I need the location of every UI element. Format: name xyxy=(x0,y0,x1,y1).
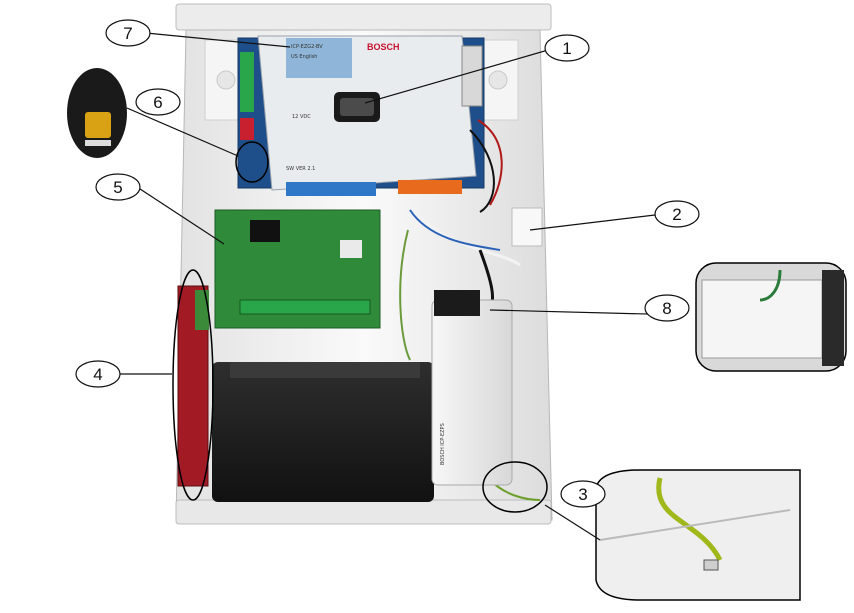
highlight-led-area xyxy=(235,141,269,183)
callout-6-circle xyxy=(135,88,181,116)
tamper-switch xyxy=(511,207,543,247)
inset-button-arrow xyxy=(85,140,111,146)
leader-line-6 xyxy=(126,107,239,157)
knockout-hole xyxy=(216,70,236,90)
terminal-strip-green xyxy=(240,52,254,112)
leader-line-1 xyxy=(364,47,556,104)
inset-psu-side xyxy=(822,270,844,366)
psu-label: BOSCH ICP-EZPS xyxy=(440,423,446,465)
leader-line-7 xyxy=(145,32,291,48)
power-supply: BOSCH ICP-EZPS xyxy=(431,290,513,486)
panel-label-area xyxy=(286,38,352,78)
callout-7-circle xyxy=(105,19,151,47)
callout-5: 5 xyxy=(95,173,141,201)
highlight-ground xyxy=(482,461,548,513)
terminal-block-right xyxy=(461,45,483,107)
callout-1-circle xyxy=(544,34,590,62)
wire-blue xyxy=(409,209,501,251)
panel-model-text: ICP-EZG2-BV xyxy=(291,44,323,50)
inset-button xyxy=(67,68,127,158)
callout-8: 8 xyxy=(644,294,690,322)
side-board xyxy=(177,285,209,487)
wire-black xyxy=(469,129,495,213)
inset-ground-edge xyxy=(599,509,791,541)
expansion-board xyxy=(214,209,381,329)
panel-brand-text: BOSCH xyxy=(367,42,400,52)
callout-8-label: 8 xyxy=(662,299,671,318)
wire-green xyxy=(399,229,411,361)
callout-8-circle xyxy=(644,294,690,322)
panel-language-text: US English xyxy=(291,54,317,60)
knockout-hole xyxy=(488,70,508,90)
inset-ground-wire xyxy=(656,477,723,562)
terminal-block-blue xyxy=(286,182,376,196)
battery-body xyxy=(212,362,434,502)
terminal-row xyxy=(239,299,371,315)
control-panel: BOSCH ICP-EZG2-BV US English 12 VDC SW V… xyxy=(237,35,485,196)
callout-4-circle xyxy=(75,360,121,388)
leader-lines xyxy=(120,32,687,541)
inset-psu-wire xyxy=(759,269,782,302)
battery-top xyxy=(230,362,420,378)
leader-line-5 xyxy=(136,186,225,245)
inset-button-body xyxy=(85,112,111,138)
callout-2: 2 xyxy=(654,200,700,228)
inset-psu-detail xyxy=(695,262,847,372)
panel-voltage-text: 12 VDC xyxy=(292,114,311,120)
terminal-block-orange xyxy=(398,180,462,194)
callout-3-circle xyxy=(560,480,606,508)
callout-3: 3 xyxy=(560,480,606,508)
highlight-side-board xyxy=(172,269,214,501)
chip xyxy=(250,220,280,242)
callout-4: 4 xyxy=(75,360,121,388)
battery xyxy=(212,362,434,502)
terminal-strip-red xyxy=(240,118,254,140)
inset-ground-lug xyxy=(703,559,719,571)
inset-ground-detail xyxy=(595,469,801,601)
callout-2-label: 2 xyxy=(672,205,681,224)
callout-4-label: 4 xyxy=(93,365,102,384)
callout-1-label: 1 xyxy=(562,39,571,58)
enclosure-top-lip xyxy=(175,3,552,31)
psu-terminal xyxy=(434,290,480,316)
callout-3-label: 3 xyxy=(578,485,587,504)
keypad-connector-inner xyxy=(340,98,374,116)
callout-1: 1 xyxy=(544,34,590,62)
enclosure-bottom-lip xyxy=(175,499,552,525)
callout-5-label: 5 xyxy=(113,178,122,197)
callout-2-circle xyxy=(654,200,700,228)
panel-sw-text: SW VER 2.1 xyxy=(286,166,315,172)
callout-7-label: 7 xyxy=(123,24,132,43)
leader-line-3 xyxy=(544,504,601,541)
callout-6: 6 xyxy=(135,88,181,116)
red-board-connector xyxy=(195,290,209,330)
callout-7: 7 xyxy=(105,19,151,47)
chip xyxy=(340,240,362,258)
leader-line-2 xyxy=(529,214,656,231)
callout-5-circle xyxy=(95,173,141,201)
wire-red xyxy=(477,119,503,206)
callout-6-label: 6 xyxy=(153,93,162,112)
inset-psu-block xyxy=(701,279,823,359)
wire-white xyxy=(403,199,521,267)
